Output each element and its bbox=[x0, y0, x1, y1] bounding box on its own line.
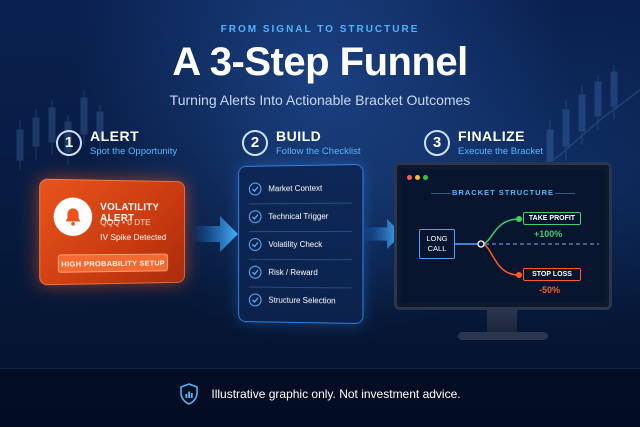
window-controls bbox=[407, 175, 428, 180]
step-number: 3 bbox=[424, 129, 450, 156]
stop-loss-value: -50% bbox=[539, 285, 561, 295]
arrow-right-icon bbox=[362, 219, 402, 249]
alert-ticker: QQQ • 0 DTE bbox=[100, 216, 151, 228]
divider bbox=[248, 286, 353, 289]
volatility-alert-card: VOLATILITY ALERT QQQ • 0 DTE IV Spike De… bbox=[39, 178, 186, 286]
take-profit-label: TAKE PROFIT bbox=[523, 212, 581, 225]
check-circle-icon bbox=[248, 237, 262, 251]
arrow-right-icon bbox=[190, 216, 238, 252]
checklist-item: Technical Trigger bbox=[248, 206, 352, 227]
divider bbox=[248, 202, 353, 205]
divider bbox=[555, 193, 575, 194]
step-number: 2 bbox=[242, 129, 268, 156]
checklist-item-label: Structure Selection bbox=[268, 295, 336, 305]
step-subtitle: Execute the Bracket bbox=[458, 146, 544, 157]
page-subtitle: Turning Alerts Into Actionable Bracket O… bbox=[169, 92, 471, 108]
checklist-item: Volatility Check bbox=[248, 234, 352, 254]
step-title: ALERT bbox=[90, 128, 140, 144]
step-title: BUILD bbox=[276, 128, 322, 144]
checklist-item-label: Volatility Check bbox=[268, 239, 323, 249]
bracket-diagram bbox=[455, 216, 599, 278]
step-build-header: 2 BUILD Follow the Checklist bbox=[242, 128, 360, 157]
bell-icon bbox=[53, 197, 93, 237]
bracket-structure-title: BRACKET STRUCTURE bbox=[452, 188, 554, 197]
take-profit-value: +100% bbox=[534, 229, 563, 239]
alert-detail: IV Spike Detected bbox=[100, 232, 167, 243]
step-alert-header: 1 ALERT Spot the Opportunity bbox=[56, 128, 177, 157]
monitor-stand bbox=[487, 310, 517, 334]
check-circle-icon bbox=[248, 265, 262, 279]
divider bbox=[248, 230, 353, 233]
checklist-item-label: Risk / Reward bbox=[268, 267, 318, 277]
shield-chart-icon bbox=[180, 383, 199, 405]
checklist-item-label: Market Context bbox=[268, 183, 323, 193]
check-circle-icon bbox=[248, 182, 262, 196]
checklist-item: Risk / Reward bbox=[248, 262, 352, 283]
monitor-base bbox=[458, 332, 548, 340]
build-checklist: Market Context Technical Trigger Volatil… bbox=[239, 164, 363, 324]
maximize-dot-icon bbox=[423, 175, 428, 180]
check-circle-icon bbox=[248, 209, 262, 223]
checklist-item: Market Context bbox=[248, 177, 352, 198]
high-probability-setup-button[interactable]: HIGH PROBABILITY SETUP bbox=[57, 253, 169, 273]
divider bbox=[431, 193, 451, 194]
eyebrow-label: FROM SIGNAL TO STRUCTURE bbox=[220, 24, 420, 35]
page-title: A 3-Step Funnel bbox=[172, 40, 468, 84]
stop-loss-label: STOP LOSS bbox=[523, 268, 581, 281]
divider bbox=[248, 258, 353, 261]
checklist-item: Structure Selection bbox=[248, 290, 352, 311]
minimize-dot-icon bbox=[415, 175, 420, 180]
step-number: 1 bbox=[56, 129, 82, 156]
checklist-item-label: Technical Trigger bbox=[268, 211, 329, 221]
step-subtitle: Follow the Checklist bbox=[276, 146, 361, 157]
disclaimer-text: Illustrative graphic only. Not investmen… bbox=[211, 387, 461, 401]
check-circle-icon bbox=[248, 292, 262, 306]
step-finalize-header: 3 FINALIZE Execute the Bracket bbox=[424, 128, 543, 157]
close-dot-icon bbox=[407, 175, 412, 180]
step-subtitle: Spot the Opportunity bbox=[90, 146, 178, 157]
footer-disclaimer: Illustrative graphic only. Not investmen… bbox=[0, 368, 640, 427]
step-title: FINALIZE bbox=[458, 128, 525, 144]
